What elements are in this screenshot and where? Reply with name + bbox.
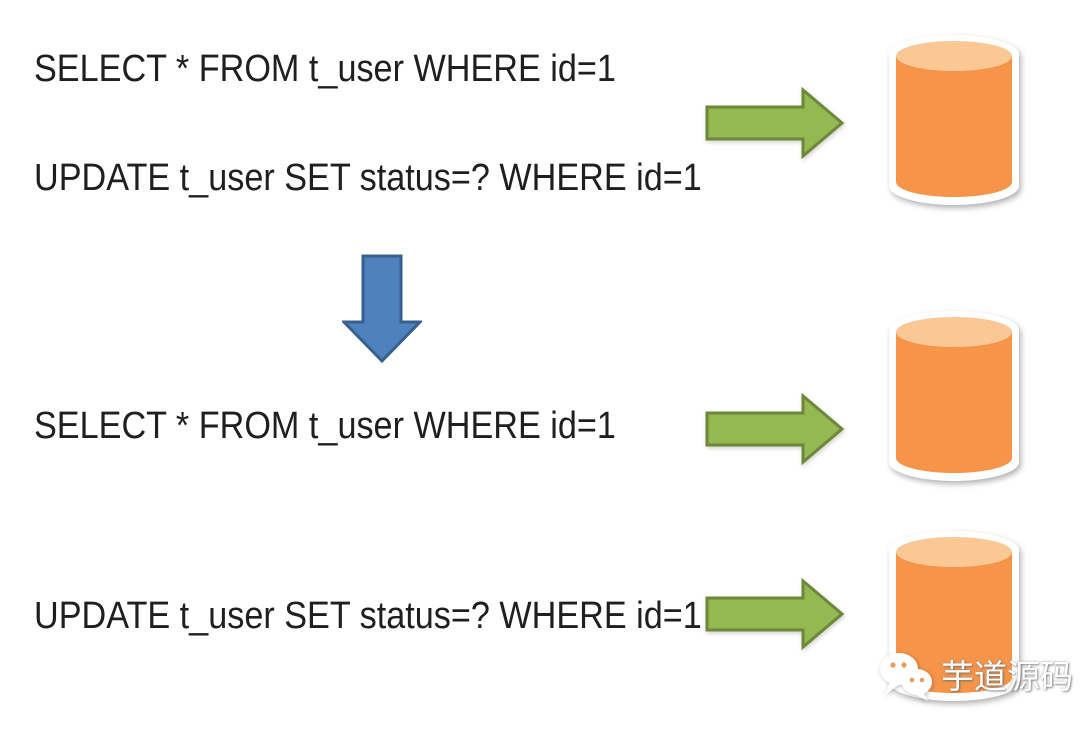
blue-down-arrow-icon <box>342 254 422 364</box>
watermark-label: 芋道源码 <box>941 656 1073 696</box>
database-icon <box>889 35 1019 205</box>
database-icon <box>889 311 1019 481</box>
database-icon <box>889 531 1019 701</box>
green-right-arrow-icon <box>705 392 845 466</box>
sql-select-after: SELECT * FROM t_user WHERE id=1 <box>34 405 616 447</box>
wechat-icon <box>880 653 932 701</box>
sql-update-after: UPDATE t_user SET status=? WHERE id=1 <box>34 595 702 637</box>
sql-select-before: SELECT * FROM t_user WHERE id=1 <box>34 48 616 90</box>
watermark: 芋道源码 <box>878 650 1073 702</box>
sql-update-before: UPDATE t_user SET status=? WHERE id=1 <box>34 157 702 199</box>
green-right-arrow-icon <box>705 577 845 651</box>
green-right-arrow-icon <box>705 86 845 160</box>
